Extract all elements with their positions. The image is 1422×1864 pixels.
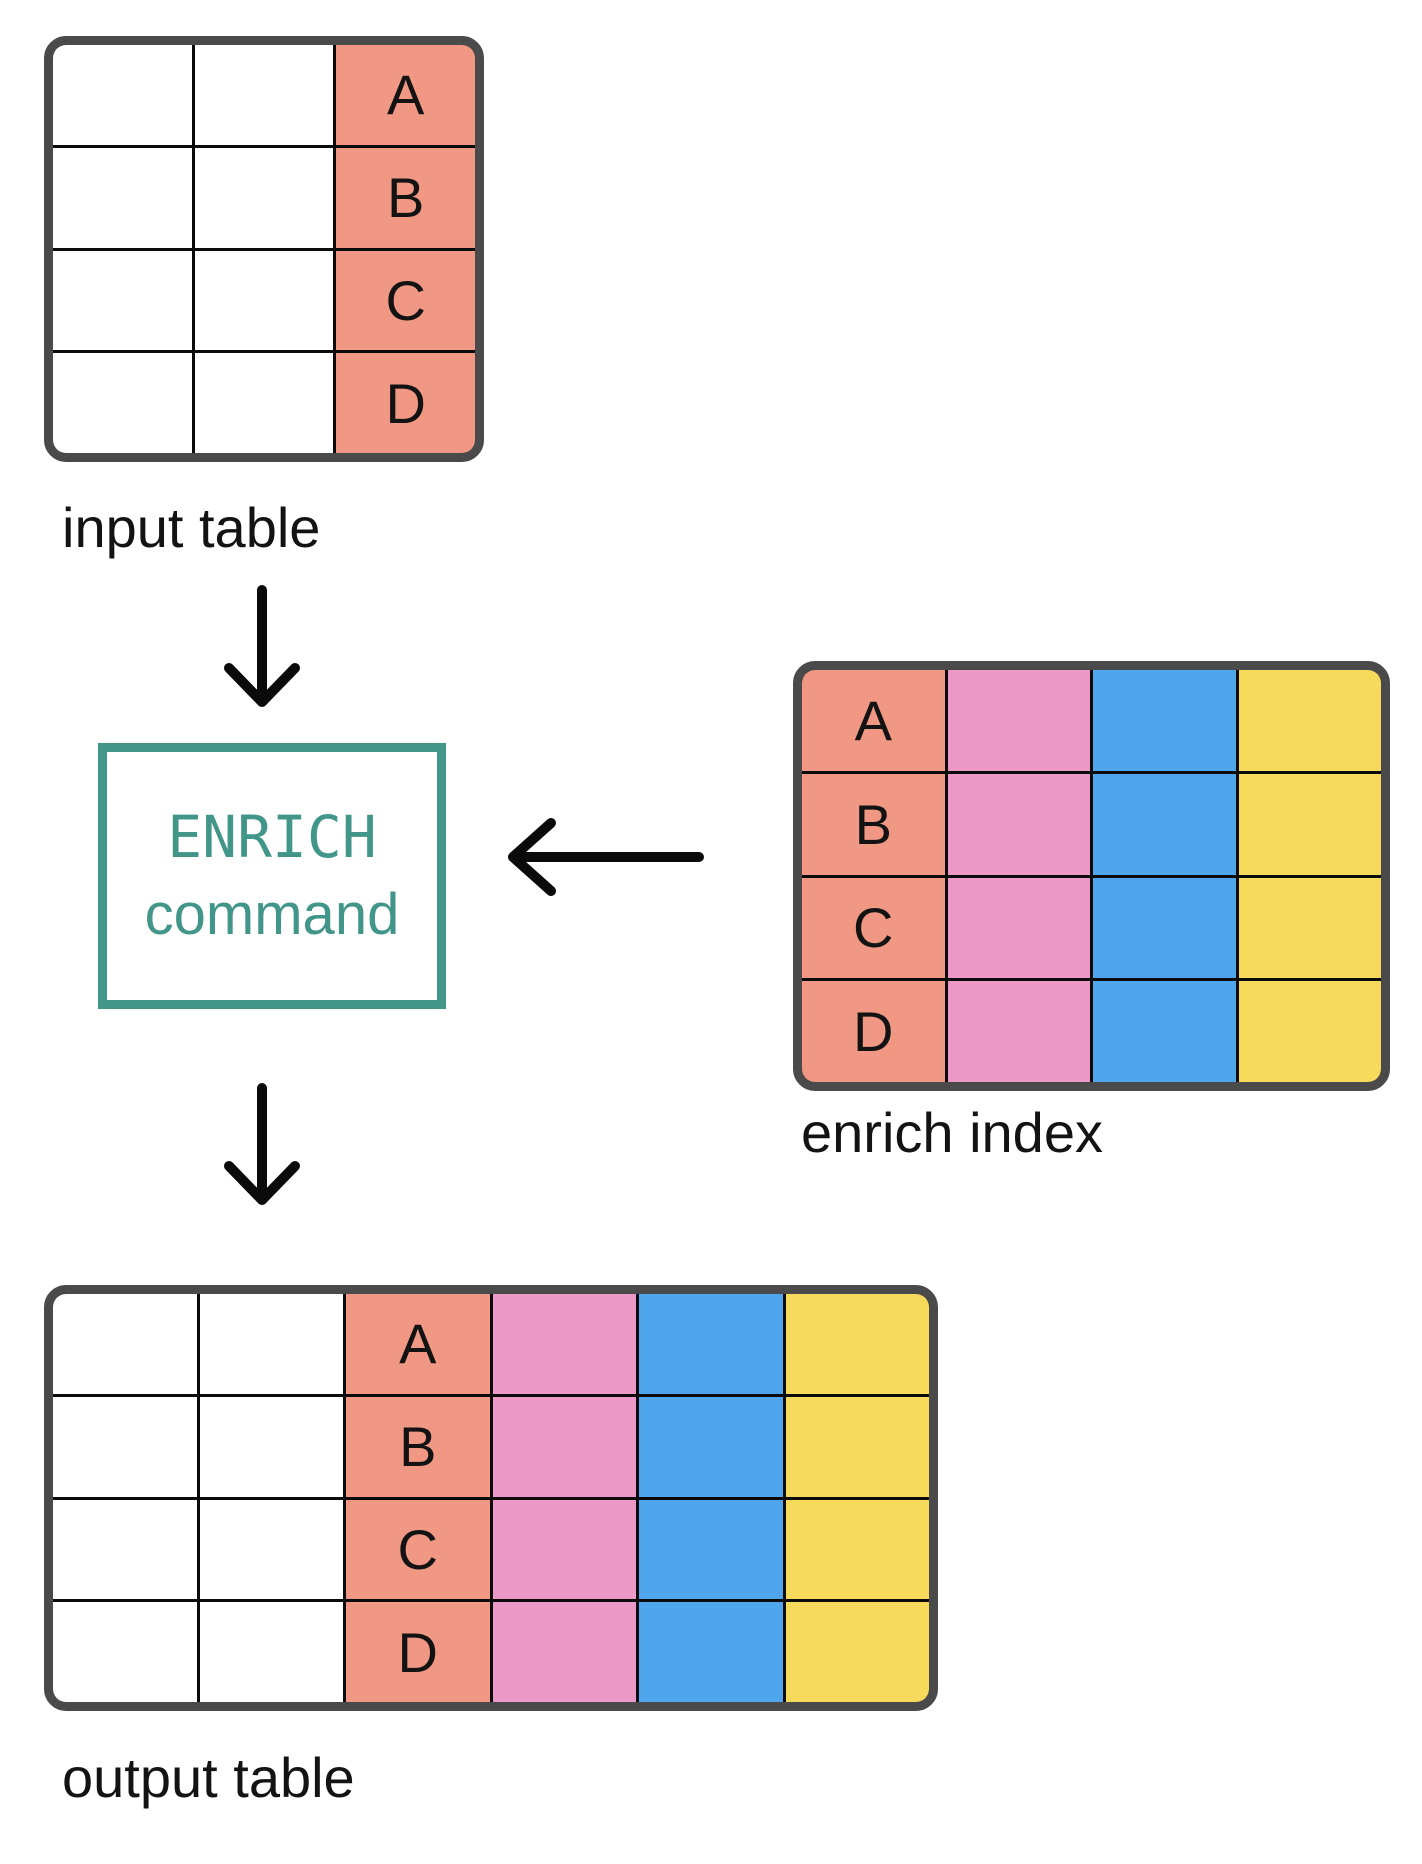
table-cell xyxy=(199,1396,343,1497)
table-cell xyxy=(947,773,1090,875)
table-cell xyxy=(492,1396,636,1497)
table-cell: A xyxy=(346,1294,490,1394)
table-cell xyxy=(1238,773,1381,875)
table-cell xyxy=(785,1499,929,1600)
table-cell xyxy=(639,1294,783,1394)
table-cell xyxy=(199,1499,343,1600)
enrich-command-word: command xyxy=(144,882,400,947)
table-cell xyxy=(492,1602,636,1702)
table-cell: B xyxy=(802,773,945,875)
table-cell xyxy=(785,1602,929,1702)
table-cell xyxy=(199,1602,343,1702)
input-table-label: input table xyxy=(62,496,321,559)
down-arrow-icon xyxy=(224,585,300,707)
table-cell xyxy=(53,147,192,248)
table-cell: D xyxy=(802,981,945,1082)
table-cell: B xyxy=(336,147,475,248)
table-cell xyxy=(1093,877,1236,979)
table-cell xyxy=(1238,981,1381,1082)
table-cell xyxy=(194,250,334,351)
table-cell xyxy=(194,353,334,453)
table-cell: C xyxy=(346,1499,490,1600)
enrich-command-keyword: ENRICH xyxy=(167,802,377,871)
table-cell xyxy=(53,1602,197,1702)
table-cell xyxy=(199,1294,343,1394)
table-cell xyxy=(53,45,192,145)
table-cell: C xyxy=(336,250,475,351)
table-cell xyxy=(194,147,334,248)
table-cell xyxy=(1093,670,1236,771)
table-cell xyxy=(785,1396,929,1497)
table-cell xyxy=(53,250,192,351)
enrich-index-label: enrich index xyxy=(801,1101,1103,1164)
table-cell: D xyxy=(336,353,475,453)
table-cell xyxy=(947,877,1090,979)
table-cell xyxy=(53,1294,197,1394)
table-cell: B xyxy=(346,1396,490,1497)
table-cell xyxy=(639,1499,783,1600)
table-cell xyxy=(53,1499,197,1600)
table-cell: C xyxy=(802,877,945,979)
table-cell xyxy=(492,1294,636,1394)
table-cell xyxy=(947,981,1090,1082)
table-cell xyxy=(639,1602,783,1702)
left-arrow-icon xyxy=(508,818,704,896)
table-cell xyxy=(639,1396,783,1497)
table-cell xyxy=(785,1294,929,1394)
table-cell xyxy=(492,1499,636,1600)
table-cell xyxy=(194,45,334,145)
table-cell xyxy=(1238,670,1381,771)
table-cell: A xyxy=(802,670,945,771)
enrich-command-box: ENRICH command xyxy=(98,743,446,1009)
table-cell xyxy=(53,1396,197,1497)
down-arrow-icon xyxy=(224,1083,300,1205)
table-cell xyxy=(1093,773,1236,875)
table-cell xyxy=(1238,877,1381,979)
output-table-label: output table xyxy=(62,1746,355,1809)
table-cell xyxy=(1093,981,1236,1082)
table-cell xyxy=(53,353,192,453)
table-cell: A xyxy=(336,45,475,145)
table-cell: D xyxy=(346,1602,490,1702)
table-cell xyxy=(947,670,1090,771)
